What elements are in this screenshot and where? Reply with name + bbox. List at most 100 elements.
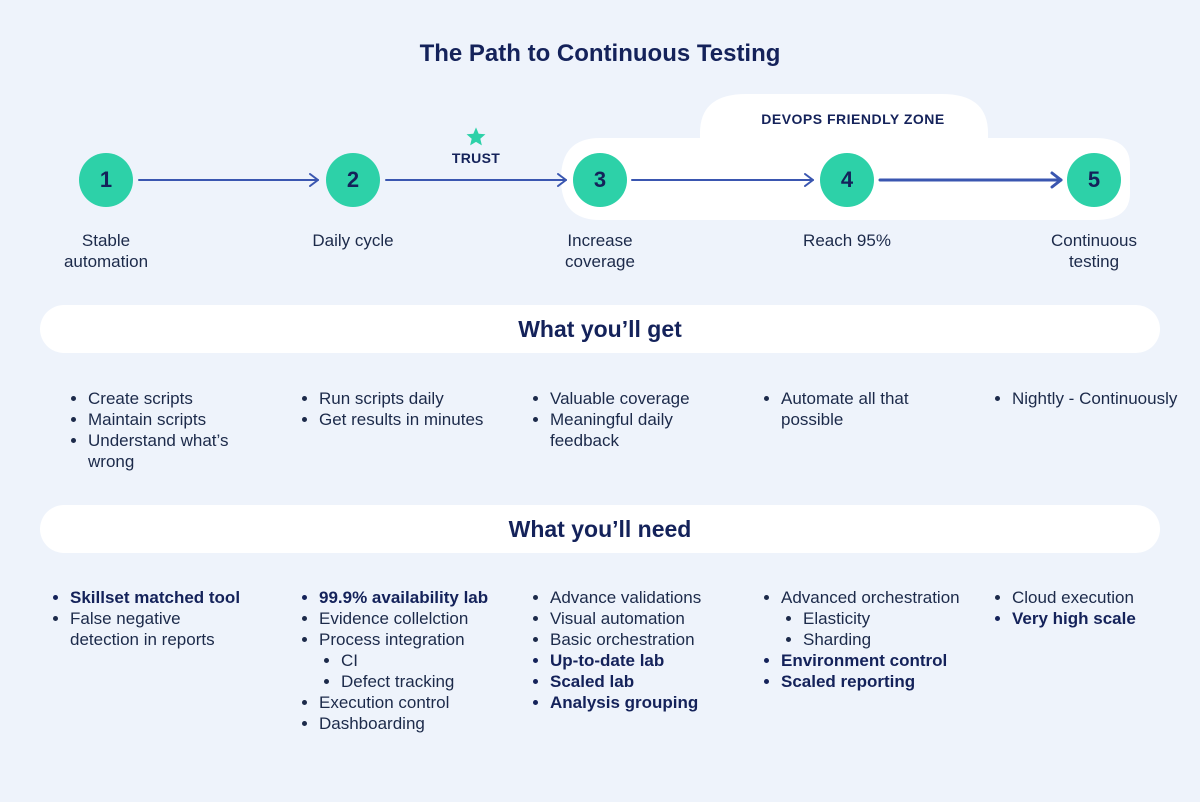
list-item-text: Dashboarding (319, 714, 425, 733)
list-item-text: Cloud execution (1012, 588, 1134, 607)
list-item: Visual automation (550, 608, 732, 629)
list-item: Execution control (319, 692, 501, 713)
diagram-title: The Path to Continuous Testing (419, 40, 781, 67)
step-5-circle: 5 (1067, 153, 1121, 207)
need-column-2: 99.9% availability labEvidence collelcti… (301, 587, 501, 734)
list-item: Skillset matched tool (70, 587, 252, 608)
list-item: Environment control (781, 650, 963, 671)
step-2-circle: 2 (326, 153, 380, 207)
list-item: Analysis grouping (550, 692, 732, 713)
need-heading: What you’ll need (508, 515, 692, 542)
get-column-4: Automate all that possible (763, 388, 963, 430)
step-1-label: Stable automation (63, 231, 149, 271)
list-item: Automate all that possible (781, 388, 963, 430)
get-heading: What you’ll get (518, 315, 682, 342)
list-item-text: Environment control (781, 651, 948, 670)
list-item-text: False negative detection in reports (70, 609, 215, 649)
get-column-2: Run scripts dailyGet results in minutes (301, 388, 501, 430)
sub-list-item: Defect tracking (341, 671, 501, 692)
step-arrows (138, 171, 1063, 189)
trust-marker: TRUST (436, 126, 516, 166)
sub-list-item: Elasticity (803, 608, 963, 629)
bullet-list: 99.9% availability labEvidence collelcti… (301, 587, 501, 734)
list-item-text: Evidence collelction (319, 609, 469, 628)
list-item-text: Analysis grouping (550, 693, 699, 712)
bullet-list: Skillset matched toolFalse negative dete… (52, 587, 252, 650)
list-item: Maintain scripts (88, 409, 270, 430)
list-item: Basic orchestration (550, 629, 732, 650)
list-item: Valuable coverage (550, 388, 732, 409)
sub-list: ElasticitySharding (781, 608, 963, 650)
list-item: Dashboarding (319, 713, 501, 734)
list-item-text: Up-to-date lab (550, 651, 665, 670)
list-item-text: Get results in minutes (319, 410, 484, 429)
devops-zone-label: DEVOPS FRIENDLY ZONE (761, 111, 945, 127)
sub-list-item: CI (341, 650, 501, 671)
list-item: Understand what’s wrong (88, 430, 270, 472)
list-item-text: Skillset matched tool (70, 588, 241, 607)
list-item: Nightly - Continuously (1012, 388, 1194, 409)
bullet-list: Cloud executionVery high scale (994, 587, 1184, 629)
step-4-circle: 4 (820, 153, 874, 207)
list-item-text: Understand what’s wrong (88, 431, 229, 471)
need-column-5: Cloud executionVery high scale (994, 587, 1184, 629)
bullet-list: Advanced orchestrationElasticitySharding… (763, 587, 963, 692)
step-3-circle: 3 (573, 153, 627, 207)
list-item: Up-to-date lab (550, 650, 732, 671)
bullet-list: Advance validationsVisual automationBasi… (532, 587, 732, 713)
list-item-text: Maintain scripts (88, 410, 207, 429)
list-item: Meaningful daily feedback (550, 409, 732, 451)
list-item: Scaled reporting (781, 671, 963, 692)
need-heading-band: What you’ll need (40, 505, 1160, 553)
list-item: Run scripts daily (319, 388, 501, 409)
get-heading-band: What you’ll get (40, 305, 1160, 353)
bullet-list: Create scriptsMaintain scriptsUnderstand… (70, 388, 270, 472)
list-item-text: Valuable coverage (550, 389, 690, 408)
need-column-1: Skillset matched toolFalse negative dete… (52, 587, 252, 650)
list-item-text: Nightly - Continuously (1012, 389, 1178, 408)
list-item-text: Scaled reporting (781, 672, 916, 691)
sub-list: CIDefect tracking (319, 650, 501, 692)
get-column-5: Nightly - Continuously (994, 388, 1194, 409)
list-item-text: Execution control (319, 693, 450, 712)
list-item-text: Very high scale (1012, 609, 1136, 628)
step-4-label: Reach 95% (803, 231, 891, 250)
step-5-label: Continuous testing (1050, 231, 1137, 271)
list-item: Advanced orchestrationElasticitySharding (781, 587, 963, 650)
list-item-text: Run scripts daily (319, 389, 444, 408)
list-item: Evidence collelction (319, 608, 501, 629)
list-item: False negative detection in reports (70, 608, 252, 650)
need-column-4: Advanced orchestrationElasticitySharding… (763, 587, 963, 692)
list-item-text: Scaled lab (550, 672, 635, 691)
list-item-text: Advance validations (550, 588, 702, 607)
list-item-text: Meaningful daily feedback (550, 410, 673, 450)
list-item-text: Process integration (319, 630, 465, 649)
list-item: Scaled lab (550, 671, 732, 692)
bullet-list: Automate all that possible (763, 388, 963, 430)
trust-label: TRUST (451, 150, 501, 166)
get-column-3: Valuable coverageMeaningful daily feedba… (532, 388, 732, 451)
list-item-text: Automate all that possible (781, 389, 909, 429)
bullet-list: Run scripts dailyGet results in minutes (301, 388, 501, 430)
step-3-label: Increase coverage (565, 231, 635, 271)
list-item-text: 99.9% availability lab (319, 588, 489, 607)
list-item: Get results in minutes (319, 409, 501, 430)
list-item: Advance validations (550, 587, 732, 608)
list-item: Cloud execution (1012, 587, 1184, 608)
need-column-3: Advance validationsVisual automationBasi… (532, 587, 732, 713)
sub-list-item: Sharding (803, 629, 963, 650)
list-item-text: Basic orchestration (550, 630, 695, 649)
bullet-list: Nightly - Continuously (994, 388, 1194, 409)
list-item: 99.9% availability lab (319, 587, 501, 608)
bullet-list: Valuable coverageMeaningful daily feedba… (532, 388, 732, 451)
get-column-1: Create scriptsMaintain scriptsUnderstand… (70, 388, 270, 472)
step-1-circle: 1 (79, 153, 133, 207)
step-2-label: Daily cycle (312, 231, 394, 250)
list-item-text: Advanced orchestration (781, 588, 960, 607)
list-item-text: Visual automation (550, 609, 685, 628)
list-item-text: Create scripts (88, 389, 193, 408)
list-item: Process integrationCIDefect tracking (319, 629, 501, 692)
list-item: Create scripts (88, 388, 270, 409)
star-icon (466, 127, 486, 146)
list-item: Very high scale (1012, 608, 1184, 629)
